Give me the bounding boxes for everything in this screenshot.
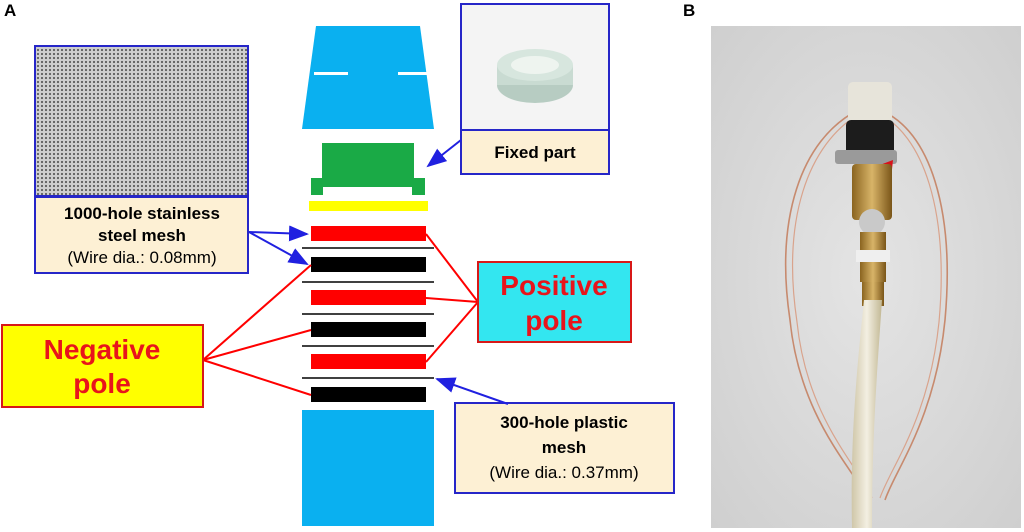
positive-pole-box (477, 261, 632, 343)
plastic-mesh-arrow (435, 377, 509, 405)
negative-electrode-2 (311, 322, 426, 337)
negative-pole-box (1, 324, 204, 408)
negative-pole-line2: pole (73, 368, 131, 399)
top-housing (302, 26, 434, 129)
fixed-part-callout (460, 129, 610, 175)
fixed-part-label: Fixed part (494, 143, 576, 162)
plastic-mesh-line2: mesh (542, 438, 586, 457)
steel-mesh-arrow-2 (248, 231, 309, 265)
steel-mesh-callout (34, 196, 249, 274)
steel-mesh-photo (34, 45, 249, 197)
positive-pole-line2: pole (525, 305, 583, 336)
plastic-mesh-line1: 300-hole plastic (500, 413, 628, 432)
yellow-spacer (309, 201, 428, 211)
steel-mesh-arrow-1 (248, 225, 309, 242)
negative-line-2 (202, 329, 312, 361)
steel-mesh-line2: steel mesh (98, 226, 186, 245)
fixed-part-ring (497, 49, 573, 103)
negative-pole-line1: Negative (44, 334, 161, 365)
panel-a-label: A (4, 1, 16, 20)
bottom-housing (302, 410, 434, 526)
fixed-part-shape (311, 143, 425, 195)
negative-electrode-3 (311, 387, 426, 402)
steel-mesh-line3: (Wire dia.: 0.08mm) (67, 248, 216, 267)
housing-slot-right (398, 72, 432, 75)
fixed-part-arrow (426, 139, 462, 168)
positive-line-1 (425, 233, 479, 303)
negative-electrode-1 (311, 257, 426, 272)
housing-slot-left (314, 72, 348, 75)
positive-line-3 (425, 301, 479, 363)
plastic-mesh-callout (454, 402, 675, 494)
negative-line-1 (202, 264, 312, 361)
positive-electrode-1 (311, 226, 426, 241)
positive-electrode-2 (311, 290, 426, 305)
steel-mesh-line1: 1000-hole stainless (64, 204, 220, 223)
negative-line-3 (202, 359, 312, 396)
panel-b-label: B (683, 1, 695, 20)
sensor-photo (711, 26, 1021, 528)
positive-line-2 (425, 297, 479, 303)
plastic-mesh-line3: (Wire dia.: 0.37mm) (489, 463, 638, 482)
positive-electrode-3 (311, 354, 426, 369)
positive-pole-line1: Positive (500, 270, 607, 301)
